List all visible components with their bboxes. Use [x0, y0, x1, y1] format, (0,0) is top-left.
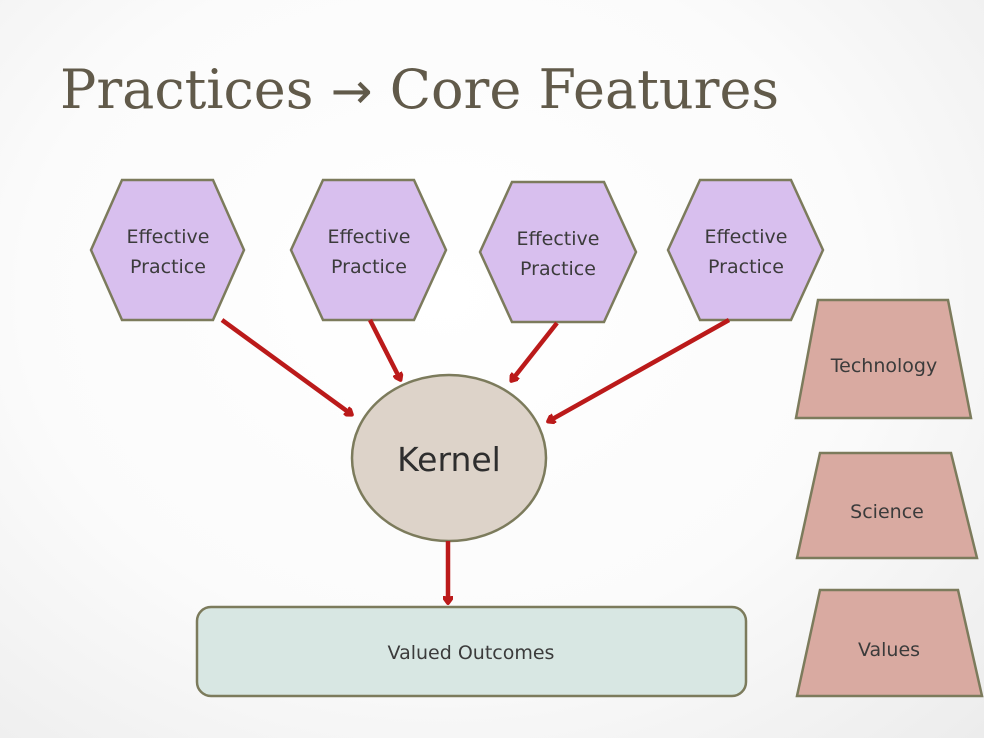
practice-hexagon-4: Effective Practice	[666, 178, 825, 322]
foundation-values-label: Values	[858, 639, 920, 661]
practice-3-line2: Practice	[520, 258, 596, 280]
title-core-features: Core Features	[389, 58, 780, 121]
practice-1-line2: Practice	[130, 256, 206, 278]
practice-2-line1: Effective	[328, 226, 411, 248]
practice-3-line1: Effective	[517, 228, 600, 250]
title-arrow-icon: →	[330, 62, 373, 120]
practice-4-line2: Practice	[708, 256, 784, 278]
valued-outcomes-box: Valued Outcomes	[195, 605, 748, 698]
foundation-technology: Technology	[794, 298, 973, 420]
kernel-label: Kernel	[397, 440, 501, 479]
practice-hexagon-1: Effective Practice	[89, 178, 246, 322]
arrow-practice-3-to-kernel	[512, 321, 559, 380]
practice-2-line2: Practice	[331, 256, 407, 278]
foundation-science: Science	[795, 451, 979, 560]
title-practices: Practices	[60, 58, 314, 121]
arrow-practice-2-to-kernel	[367, 318, 400, 379]
arrow-practice-1-to-kernel	[220, 318, 351, 414]
practice-1-line1: Effective	[127, 226, 210, 248]
practice-hexagon-2: Effective Practice	[289, 178, 448, 322]
practice-hexagon-3: Effective Practice	[478, 180, 638, 324]
valued-outcomes-label: Valued Outcomes	[388, 642, 555, 664]
kernel-ellipse: Kernel	[350, 373, 548, 543]
arrow-practice-4-to-kernel	[549, 318, 731, 421]
foundation-technology-label: Technology	[830, 355, 937, 377]
foundation-science-label: Science	[850, 501, 924, 523]
page-title: Practices → Core Features	[60, 58, 779, 121]
foundation-values: Values	[795, 588, 984, 698]
practice-4-line1: Effective	[705, 226, 788, 248]
